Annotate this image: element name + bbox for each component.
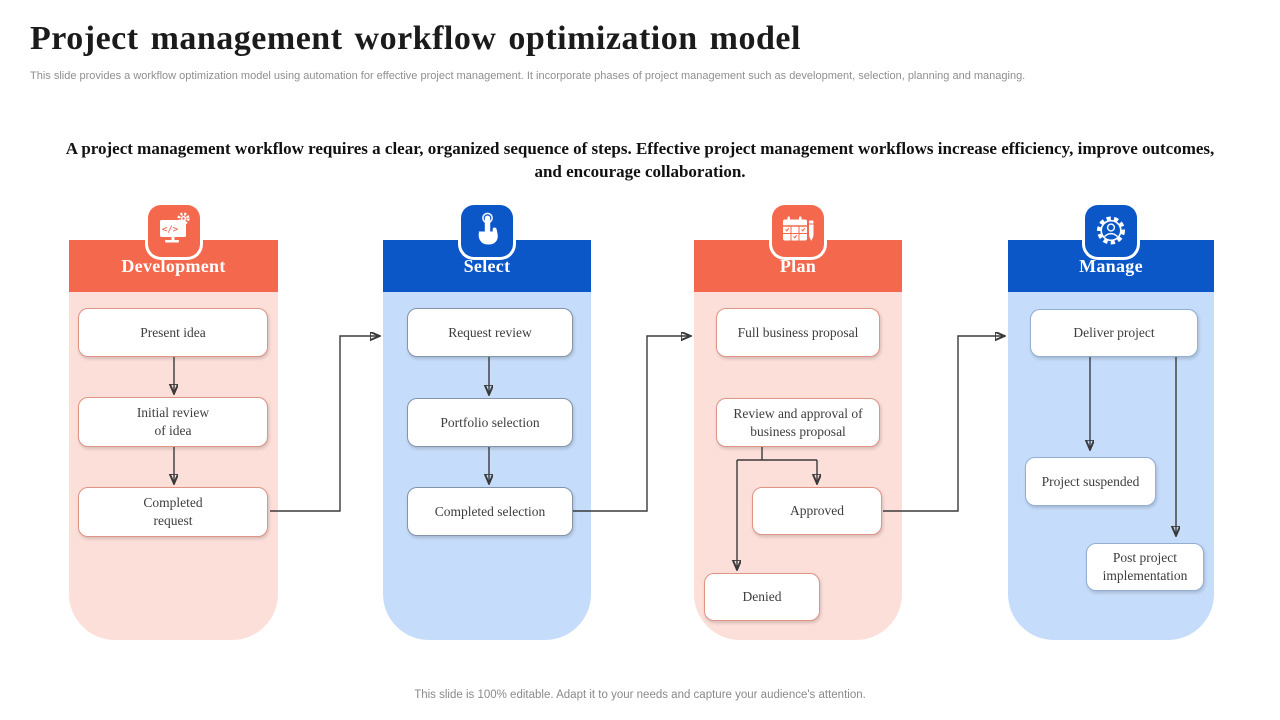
step-review-and-approval: Review and approval of business proposal	[716, 398, 880, 447]
phase-header-manage: Manage	[1008, 240, 1214, 292]
phase-column-plan: Plan Full business proposal Review and a…	[694, 205, 902, 640]
slide-subtitle: This slide provides a workflow optimizat…	[30, 70, 1026, 82]
step-initial-review-of-idea: Initial review of idea	[78, 397, 268, 447]
step-present-idea: Present idea	[78, 308, 268, 357]
step-full-business-proposal: Full business proposal	[716, 308, 880, 357]
phase-column-development: </> Development Present idea Initial rev…	[69, 205, 278, 640]
tap-hand-icon	[461, 205, 513, 257]
step-completed-selection: Completed selection	[407, 487, 573, 536]
phase-column-select: Select Request review Portfolio selectio…	[383, 205, 591, 640]
phase-column-manage: Manage Deliver project Project suspended…	[1008, 205, 1214, 640]
step-denied: Denied	[704, 573, 820, 621]
step-approved: Approved	[752, 487, 882, 535]
step-request-review: Request review	[407, 308, 573, 357]
step-completed-request: Completed request	[78, 487, 268, 537]
step-post-project-implementation: Post project implementation	[1086, 543, 1204, 591]
step-portfolio-selection: Portfolio selection	[407, 398, 573, 447]
step-deliver-project: Deliver project	[1030, 309, 1198, 357]
calendar-pencil-icon	[772, 205, 824, 257]
svg-text:</>: </>	[161, 225, 178, 235]
step-project-suspended: Project suspended	[1025, 457, 1156, 506]
intro-statement: A project management workflow requires a…	[65, 139, 1215, 181]
page-title: Project management workflow optimization…	[30, 20, 801, 57]
footer-note: This slide is 100% editable. Adapt it to…	[414, 689, 866, 701]
code-monitor-gear-icon: </>	[147, 205, 200, 257]
gear-user-icon	[1085, 205, 1137, 257]
